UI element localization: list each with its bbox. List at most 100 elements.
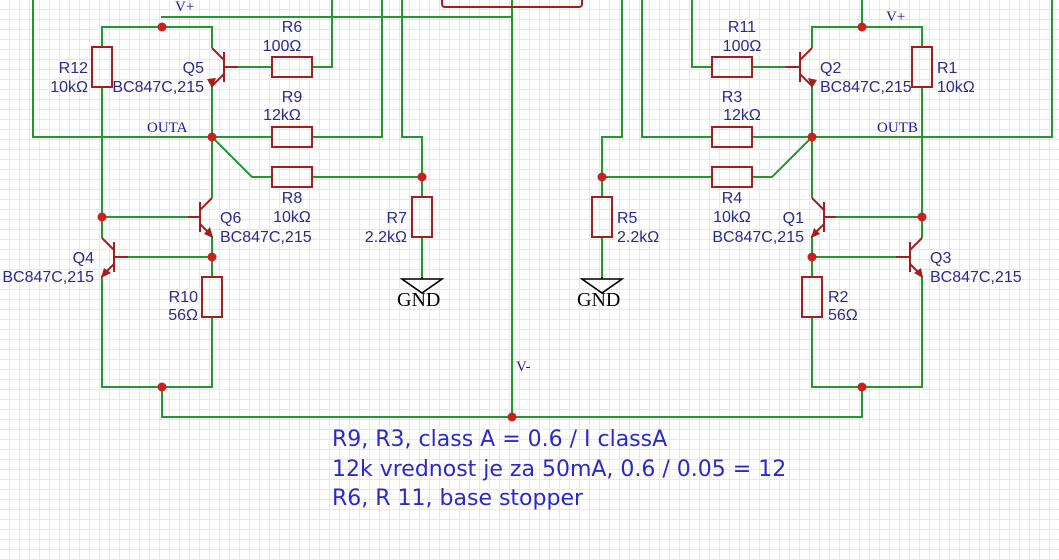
notes: R9, R3, class A = 0.6 / I classA 12k vre…	[332, 427, 786, 511]
junction-dot	[597, 172, 607, 182]
label-q6-value: BC847C,215	[220, 229, 312, 246]
resistor-r12	[91, 46, 113, 88]
resistor-r7	[411, 196, 433, 238]
chip-outline	[441, 0, 583, 8]
label-r3-ref: R3	[722, 89, 743, 106]
wire	[601, 0, 623, 198]
wire	[835, 216, 923, 238]
label-r9-value: 12kΩ	[263, 107, 301, 124]
resistor-r4	[711, 166, 753, 188]
label-q1-ref: Q1	[783, 210, 804, 227]
component-labels: R6 100Ω R9 12kΩ R8 10kΩ R7 2.2kΩ R10 56Ω…	[2, 19, 1021, 324]
resistor-r5	[591, 196, 613, 238]
net-label-vplus-right: V+	[886, 9, 905, 25]
transistors	[101, 47, 923, 278]
resistor-r3	[711, 126, 753, 148]
junctions	[97, 22, 927, 422]
label-q2-ref: Q2	[820, 60, 841, 77]
junction-dot	[857, 22, 867, 32]
note-line: R9, R3, class A = 0.6 / I classA	[332, 427, 667, 452]
junction-dot	[157, 22, 167, 32]
label-q5-ref: Q5	[183, 60, 204, 77]
ground-symbol-left	[399, 277, 445, 294]
transistor-q4	[101, 237, 128, 278]
label-r6-ref: R6	[282, 19, 303, 36]
transistor-q5	[207, 47, 238, 88]
wire	[101, 276, 213, 388]
wire	[101, 26, 163, 48]
wire	[811, 276, 923, 388]
resistor-r10	[201, 276, 223, 318]
label-r3-value: 12kΩ	[723, 107, 761, 124]
label-q3-ref: Q3	[930, 250, 951, 267]
ground-symbol-right	[579, 277, 625, 294]
wire	[210, 135, 273, 178]
label-r12-ref: R12	[59, 60, 88, 77]
label-r6-value: 100Ω	[263, 38, 302, 55]
label-r10-value: 56Ω	[168, 307, 198, 324]
net-label-vplus-left: V+	[175, 0, 194, 15]
label-r11-ref: R11	[728, 19, 756, 36]
junction-dot	[207, 132, 217, 142]
wire	[811, 0, 1053, 138]
net-label-outb: OUTB	[877, 120, 918, 136]
wire	[691, 0, 713, 68]
label-q6-ref: Q6	[220, 210, 241, 227]
label-q1-value: BC847C,215	[712, 229, 804, 246]
net-label-outa: OUTA	[147, 120, 188, 136]
note-line: 12k vrednost je za 50mA, 0.6 / 0.05 = 12	[332, 457, 786, 482]
wire	[751, 135, 814, 178]
label-r9-ref: R9	[282, 89, 303, 106]
resistor-r9	[271, 126, 313, 148]
label-q5-value: BC847C,215	[112, 79, 204, 96]
label-r2-value: 56Ω	[828, 307, 858, 324]
resistor-r8	[271, 166, 313, 188]
label-r7-ref: R7	[387, 210, 408, 227]
label-r12-value: 10kΩ	[50, 79, 88, 96]
gnd-label-left: GND	[397, 289, 440, 311]
label-r1-ref: R1	[937, 60, 958, 77]
resistor-r6	[271, 56, 313, 78]
label-r2-ref: R2	[828, 289, 849, 306]
label-r7-value: 2.2kΩ	[365, 229, 407, 246]
junction-dot	[157, 382, 167, 392]
label-r5-ref: R5	[617, 210, 638, 227]
transistor-q2	[786, 47, 817, 88]
junction-dot	[507, 412, 517, 422]
wires	[32, 0, 1053, 418]
gnd-label-right: GND	[577, 289, 620, 311]
wire	[401, 0, 423, 198]
junction-dot	[807, 132, 817, 142]
label-r4-value: 10kΩ	[713, 209, 751, 226]
junction-dot	[917, 212, 927, 222]
wire	[311, 0, 333, 68]
label-r8-value: 10kΩ	[273, 209, 311, 226]
label-q4-value: BC847C,215	[2, 269, 94, 286]
label-r8-ref: R8	[282, 190, 303, 207]
wire	[32, 0, 213, 138]
label-r5-value: 2.2kΩ	[617, 229, 659, 246]
junction-dot	[417, 172, 427, 182]
junction-dot	[857, 382, 867, 392]
resistors	[91, 46, 933, 318]
wire	[861, 26, 923, 48]
wire	[811, 0, 863, 28]
transistor-q3	[896, 237, 923, 278]
label-q2-value: BC847C,215	[820, 79, 912, 96]
note-line: R6, R 11, base stopper	[332, 486, 584, 511]
label-r10-ref: R10	[169, 289, 198, 306]
label-r4-ref: R4	[722, 190, 743, 207]
transistor-q1	[811, 197, 836, 238]
wire	[311, 0, 383, 138]
junction-dot	[807, 252, 817, 262]
label-q3-value: BC847C,215	[930, 269, 1022, 286]
junction-dot	[207, 252, 217, 262]
label-r11-value: 100Ω	[723, 38, 762, 55]
wire	[641, 0, 713, 138]
label-r1-value: 10kΩ	[937, 79, 975, 96]
transistor-q6	[188, 197, 213, 238]
resistor-r2	[801, 276, 823, 318]
resistor-r11	[711, 56, 753, 78]
label-q4-ref: Q4	[73, 250, 94, 267]
